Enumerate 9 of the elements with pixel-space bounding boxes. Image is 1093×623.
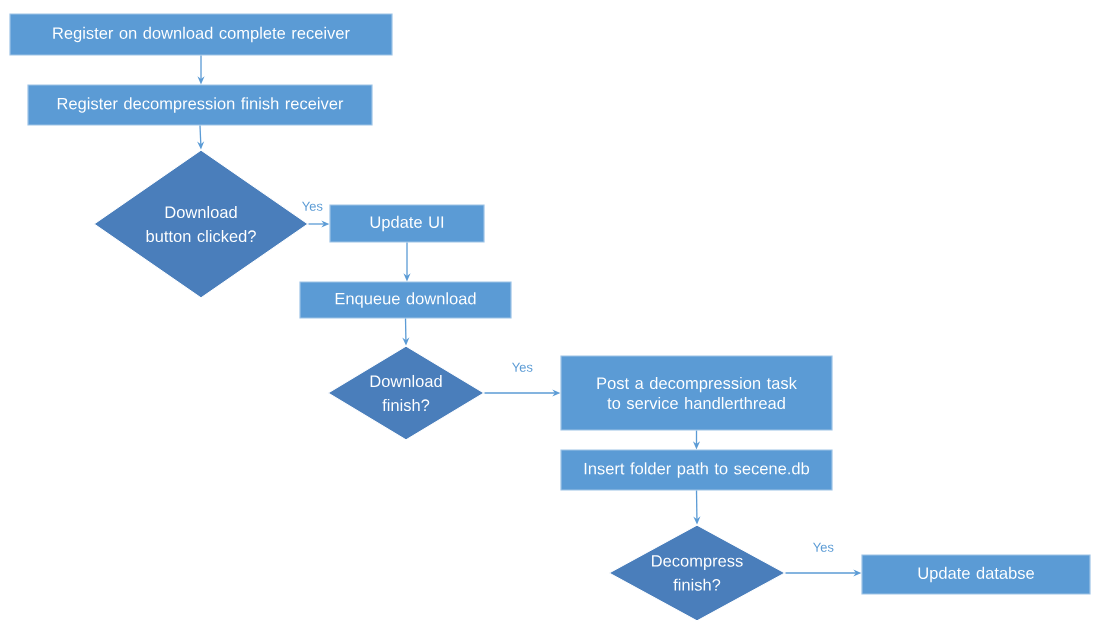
process-box: Enqueue download — [299, 281, 512, 319]
process-box: Register decompression finish receiver — [27, 84, 373, 126]
process-box: Register on download complete receiver — [9, 13, 393, 56]
process-box: Insert folder path to secene.db — [560, 449, 833, 491]
edge-label: Yes — [811, 541, 835, 553]
edge-label: Yes — [510, 361, 534, 373]
process-box: Update UI — [329, 204, 485, 243]
process-box: Update databse — [861, 554, 1091, 595]
process-box: Post a decompression task to service handlerthread — [560, 355, 833, 431]
